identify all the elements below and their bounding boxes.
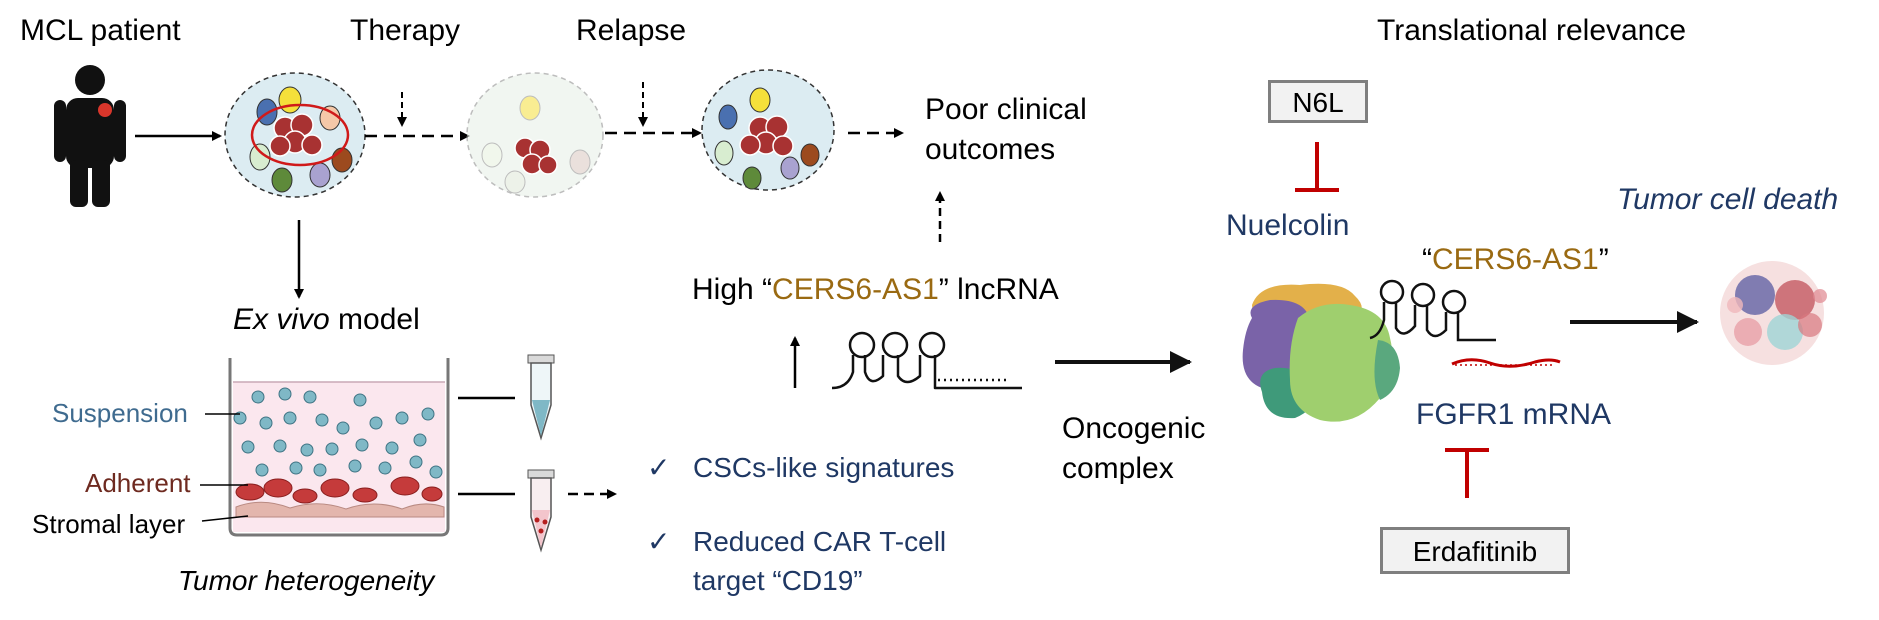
fgfr1-mrna-strand-icon bbox=[1451, 358, 1561, 368]
tumor-resistant-cells-icon bbox=[514, 137, 558, 175]
label-translational-relevance: Translational relevance bbox=[1377, 14, 1687, 47]
label-stromal-layer: Stromal layer bbox=[32, 509, 186, 539]
label-complex: complex bbox=[1062, 452, 1174, 485]
inhibition-n6l-icon bbox=[1295, 142, 1339, 192]
patient-icon bbox=[54, 65, 126, 207]
label-lncrna-suffix: ” lncRNA bbox=[938, 273, 1059, 306]
label-high: High “ bbox=[692, 273, 773, 306]
label-erdafitinib: Erdafitinib bbox=[1412, 536, 1538, 567]
label-quote-close: ” bbox=[1598, 243, 1609, 276]
lncrna-hairpin-icon bbox=[831, 331, 1022, 390]
label-fgfr1-mrna: FGFR1 mRNA bbox=[1416, 398, 1611, 431]
label-car-t-line1: Reduced CAR T-cell bbox=[693, 526, 947, 557]
check-icon-1: ✓ bbox=[647, 452, 671, 483]
tumor-cluster-therapy-icon bbox=[466, 72, 604, 198]
label-quote-open: “ bbox=[1422, 243, 1432, 276]
label-cers6-as1: CERS6-AS1 bbox=[772, 273, 939, 306]
oncogenic-complex-icon bbox=[1242, 283, 1400, 422]
label-outcomes-line2: outcomes bbox=[925, 133, 1056, 166]
label-ex-vivo: Ex vivo bbox=[233, 303, 330, 336]
label-oncogenic: Oncogenic bbox=[1062, 412, 1206, 445]
check-icon-2: ✓ bbox=[647, 526, 671, 557]
drug-box-erdafitinib: Erdafitinib bbox=[1380, 527, 1570, 574]
label-tumor-cell-death: Tumor cell death bbox=[1617, 183, 1839, 216]
label-cscs-signatures: CSCs-like signatures bbox=[693, 452, 955, 483]
complex-lncrna-hairpin-icon bbox=[1369, 279, 1496, 342]
label-mcl-patient: MCL patient bbox=[20, 14, 181, 47]
label-relapse: Relapse bbox=[576, 14, 687, 47]
tube-suspension-icon bbox=[527, 354, 555, 441]
tumor-cell-death-icon bbox=[1720, 261, 1827, 365]
label-suspension: Suspension bbox=[52, 398, 188, 428]
label-adherent: Adherent bbox=[85, 468, 191, 498]
label-outcomes-line1: Poor clinical bbox=[925, 93, 1087, 126]
label-high-lncrna: High “CERS6-AS1” lncRNA bbox=[692, 275, 1059, 305]
label-complex-cers6-name: CERS6-AS1 bbox=[1432, 243, 1599, 276]
inhibition-erdafitinib-icon bbox=[1445, 448, 1489, 498]
label-therapy: Therapy bbox=[350, 14, 461, 47]
culture-well-icon bbox=[228, 358, 450, 537]
tumor-cluster-diagnosis-icon bbox=[224, 72, 366, 198]
label-car-t-line2: target “CD19” bbox=[693, 565, 863, 596]
drug-box-n6l: N6L bbox=[1268, 80, 1368, 123]
tumor-cluster-relapse-icon bbox=[701, 69, 835, 191]
label-complex-cers6: “CERS6-AS1” bbox=[1422, 245, 1609, 275]
label-model: model bbox=[329, 303, 420, 336]
label-n6l: N6L bbox=[1292, 87, 1344, 118]
label-tumor-heterogeneity: Tumor heterogeneity bbox=[178, 565, 435, 596]
label-ex-vivo-model: Ex vivo model bbox=[233, 305, 420, 335]
label-nuelcolin: Nuelcolin bbox=[1226, 209, 1350, 242]
tube-adherent-icon bbox=[527, 469, 555, 553]
leader-stromal bbox=[201, 515, 249, 522]
